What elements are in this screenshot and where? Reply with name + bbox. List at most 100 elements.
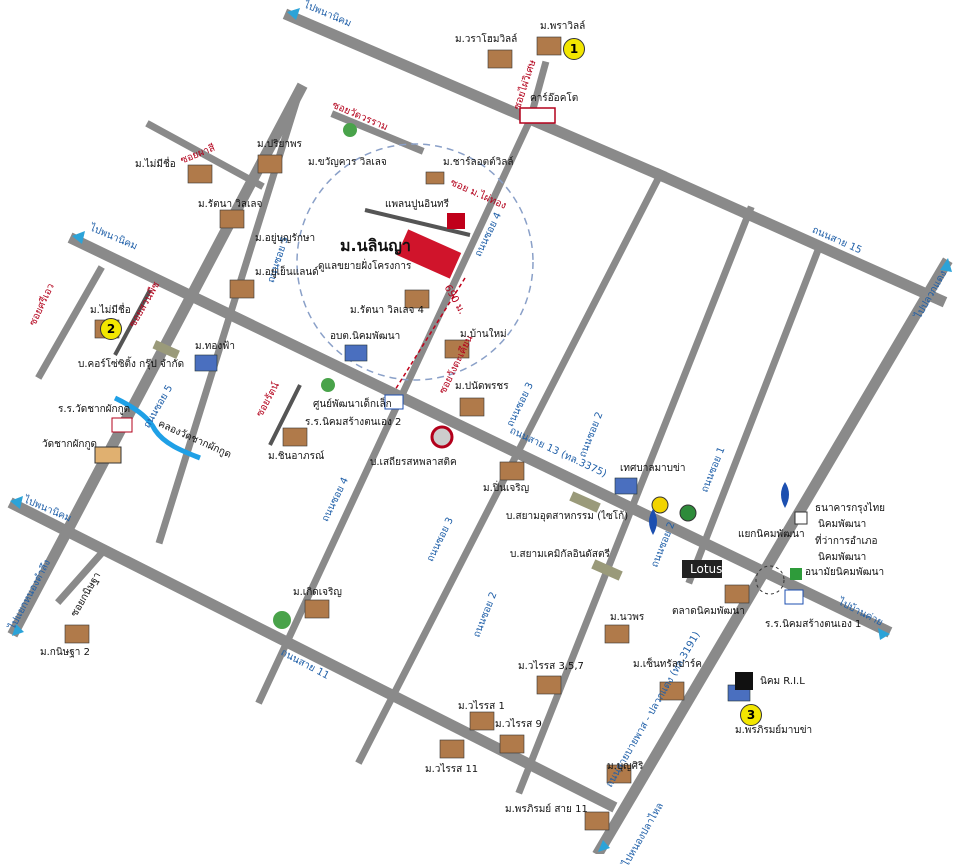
plant-line: [364, 208, 471, 237]
caro-label: คาร์อ๊อคโต: [530, 93, 579, 104]
central-label: ม.เซ็นทรัลปาร์ค: [633, 659, 702, 670]
wirat357-label: ม.วไรรส 3,5,7: [518, 661, 584, 672]
school-flag-icon: [784, 589, 804, 605]
project-plot: [396, 229, 462, 279]
ptt-drop-icon: [649, 509, 657, 535]
bankthai-label: ม.บ้านใหม่: [460, 329, 507, 340]
arrow-nw-mid: [72, 231, 85, 244]
pin-label: ม.ปิ่นเจริญ: [483, 483, 530, 494]
soi-black-1: [113, 289, 152, 356]
wirat11-label: ม.วไรรส 11: [425, 764, 479, 775]
plant-icon: [447, 213, 465, 229]
bank-label: ธนาคารกรุงไทย: [815, 503, 886, 514]
khwan-label: ม.ขวัญคาร วิลเลจ: [308, 157, 387, 168]
building-marker: [282, 427, 308, 447]
hospital-label: อนามัยนิคมพัฒนา: [805, 567, 885, 578]
ratana-label: ม.รัตนา วิลเลจ: [198, 199, 263, 210]
yaek-label: แยกนิคมพัฒนา: [738, 529, 805, 540]
maimeechue2-label: ม.ไม่มีชื่อ: [135, 159, 176, 170]
rattana4-label: ม.รัตนา วิลเลจ 4: [350, 305, 424, 316]
building-marker: [219, 209, 245, 229]
soi-2: [515, 205, 755, 795]
lotus-label: Lotus: [690, 562, 723, 576]
road-top-diagonal: [282, 8, 668, 183]
road-13: [67, 232, 893, 638]
project-name: ม.นลินญา: [340, 236, 411, 255]
building-marker: [64, 624, 90, 644]
wirat1-label: ม.วไรรส 1: [458, 701, 505, 712]
building-marker: [499, 734, 525, 754]
ptt-drop-icon: [781, 482, 789, 508]
school-wat-label: ร.ร.วัดชากผักกูด: [58, 404, 131, 415]
government-building: [194, 354, 218, 372]
nawa-label: ม.นวพร: [610, 612, 645, 623]
plant-label: แพลนปูนอินทรี: [385, 199, 449, 210]
building-marker: [187, 164, 213, 184]
factory-shed-icon: [591, 559, 623, 581]
yu-label: ม.อยู่บุญรักษา: [255, 233, 316, 244]
bank-icon: [794, 511, 808, 525]
soi-sri: [35, 265, 105, 380]
building-marker: [499, 461, 525, 481]
building-marker: [536, 675, 562, 695]
building-marker: [487, 49, 513, 69]
wat-label: วัดชากผักกูด: [42, 439, 98, 450]
temple-icon: [94, 446, 122, 464]
arrow-nw-top: [287, 8, 300, 20]
distance-arrow: [394, 277, 466, 391]
building-marker: [604, 624, 630, 644]
soi-black-2: [268, 384, 302, 446]
government-building: [614, 477, 638, 495]
school-flag-icon: [384, 394, 404, 410]
khlong-canal: [113, 395, 201, 461]
arrow-nw-low: [10, 496, 23, 509]
government-building: [344, 344, 368, 362]
wirat9-label: ม.วไรรส 9: [495, 719, 542, 730]
phrakin-label: ม.พรภิรมย์มาบข่า: [735, 725, 813, 736]
badge-3: 3: [740, 704, 762, 726]
building-marker: [444, 339, 470, 359]
building-marker: [459, 397, 485, 417]
koon-label: บ.คอร์โซ่ซิติ้ง กรุ๊ป จำกัด: [78, 359, 185, 370]
pannee-label: ม.ปนัดพรชร: [455, 381, 509, 392]
factory-icon: [519, 107, 556, 124]
building-marker: [659, 681, 685, 701]
tofa-label: ม.ทองฟ้า: [195, 341, 235, 352]
building-marker: [425, 171, 445, 185]
building-marker: [439, 739, 465, 759]
thetsaban-label: เทศบาลมาบข่า: [620, 463, 686, 474]
road-15: [652, 167, 948, 308]
factory-shed-icon: [569, 491, 601, 513]
lotus-store: [682, 560, 722, 578]
building-marker: [469, 711, 495, 731]
wara-label: ม.วราโฮมวิลล์: [455, 34, 518, 45]
soi-left: [145, 120, 265, 190]
school2-label: ร.ร.นิคมสร้างตนเอง 2: [305, 417, 402, 428]
arrow-s: [598, 840, 610, 852]
building-marker: [536, 36, 562, 56]
phon11-label: ม.พรภิรมย์ สาย 11: [505, 804, 588, 815]
building-marker: [584, 811, 610, 831]
junction-ring: [755, 565, 785, 595]
thin-label: ม.ชินอาภรณ์: [268, 451, 325, 462]
company-logo: [430, 425, 454, 449]
pharaa-label: ม.พราวิลล์: [540, 21, 586, 32]
kiwi-label: บ.สยามเคมิกัลอินดัสตรี: [510, 549, 610, 560]
aboc-label: อบต.นิคมพัฒนา: [330, 331, 401, 342]
hospital-icon: [790, 568, 802, 580]
sakura-label: บ.สยามอุตสาหกรรม (ไซโก้): [506, 511, 629, 522]
kaet-label: ม.เกิดเจริญ: [293, 587, 342, 598]
arrow-sw: [12, 624, 24, 636]
project-sub: ดูแลขยายฝั่งโครงการ: [318, 261, 412, 272]
yu2-label: ม.อยู่เย็นแลนด์: [255, 267, 319, 278]
market-label: ตลาดนิคมพัฒนา: [672, 606, 745, 617]
factory-icon: [735, 672, 753, 690]
chaloem-label: ม.ชาร์ลอตต์วิลล์: [443, 157, 514, 168]
school-nk-label: ร.ร.นิคมสร้างตนเอง 1: [765, 619, 862, 630]
center-label: ศูนย์พัฒนาเด็กเล็ก: [313, 399, 392, 410]
building-marker: [606, 764, 632, 784]
park-icon: [343, 123, 357, 137]
building-marker: [304, 599, 330, 619]
factory-shed-icon: [152, 340, 180, 359]
